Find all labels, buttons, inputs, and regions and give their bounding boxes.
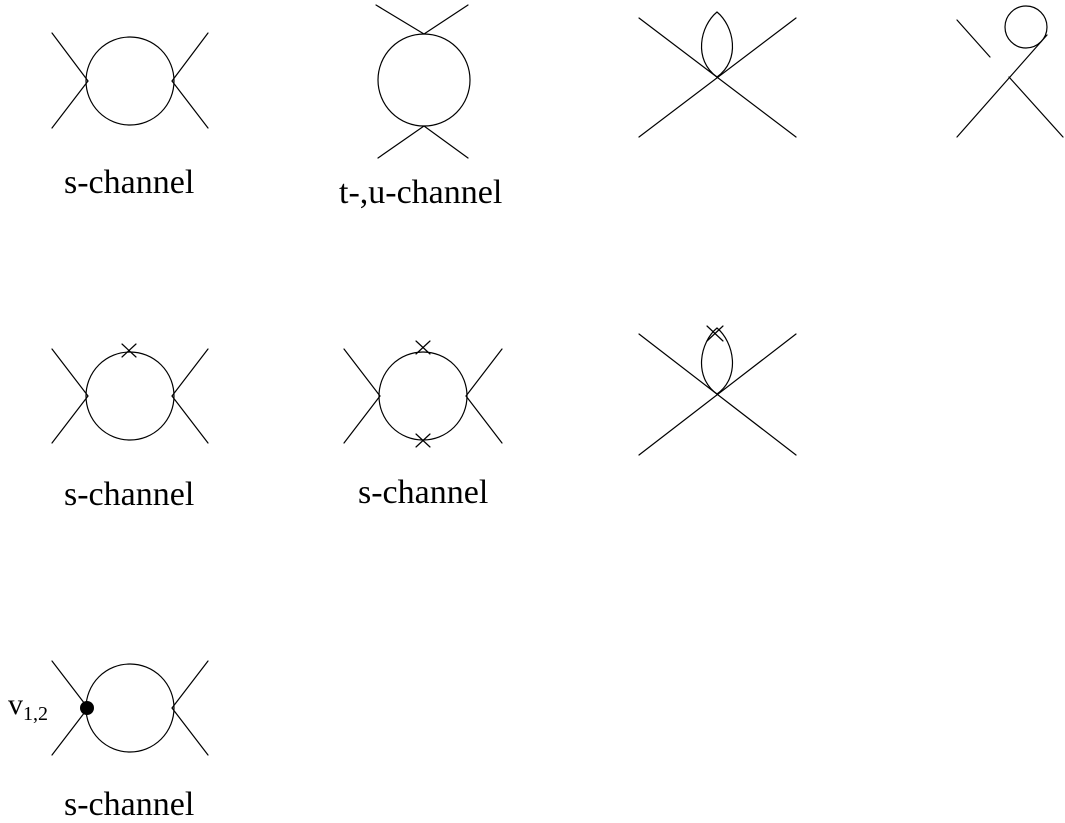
external-leg [171,80,209,129]
external-leg [51,707,89,756]
vertex-label-subscript: 1,2 [23,703,48,725]
external-leg [377,125,425,159]
diagram-s-channel-vertex-insertion [51,660,209,756]
loop [85,36,175,126]
external-leg [171,32,209,82]
external-leg [51,80,89,129]
lens-loop [701,327,733,395]
external-leg [638,333,797,456]
diagram-s-channel-two-insertions [343,340,503,448]
external-leg [375,4,425,35]
diagram-s-channel-one-insertion [51,343,209,444]
vertex-dot-icon [80,701,94,715]
cross-insertion-icon [706,325,724,342]
diagram-label: s-channel [64,786,195,823]
external-leg [51,660,89,709]
loop [85,663,175,753]
external-leg [51,348,89,397]
cross-insertion-icon [121,343,137,358]
diagram-label: s-channel [64,476,195,513]
external-leg [423,4,469,35]
external-leg [171,395,209,444]
diagram-s-channel-bubble [51,32,209,129]
external-leg [423,125,469,159]
loop [85,351,175,441]
vertex-label: v1,2 [8,688,48,725]
diagram-lens-loop-insertion [638,325,797,456]
external-leg [171,707,209,756]
external-leg [51,32,89,82]
diagram-lens-loop-vertex [638,11,797,138]
external-leg [343,395,381,444]
lens-loop [701,11,733,78]
loop [377,33,471,127]
external-leg [171,348,209,397]
external-leg [465,395,503,444]
external-leg-partial [956,19,991,58]
external-leg [171,660,209,709]
diagram-label: t-,u-channel [339,174,503,211]
vertex-label-main: v [8,688,23,721]
loop [378,351,468,441]
external-leg [956,34,1048,138]
diagram-label: s-channel [358,474,489,511]
external-leg [638,17,797,138]
diagram-label: s-channel [64,164,195,201]
diagram-tadpole-vertex [956,5,1064,138]
external-leg [343,348,381,397]
tadpole-loop [1004,5,1048,49]
cross-insertion-icon [415,433,431,448]
external-leg [465,348,503,397]
external-leg-partial [1008,76,1064,138]
diagram-t-u-channel-bubble [375,4,471,159]
cross-insertion-icon [415,340,431,355]
external-leg [51,395,89,444]
